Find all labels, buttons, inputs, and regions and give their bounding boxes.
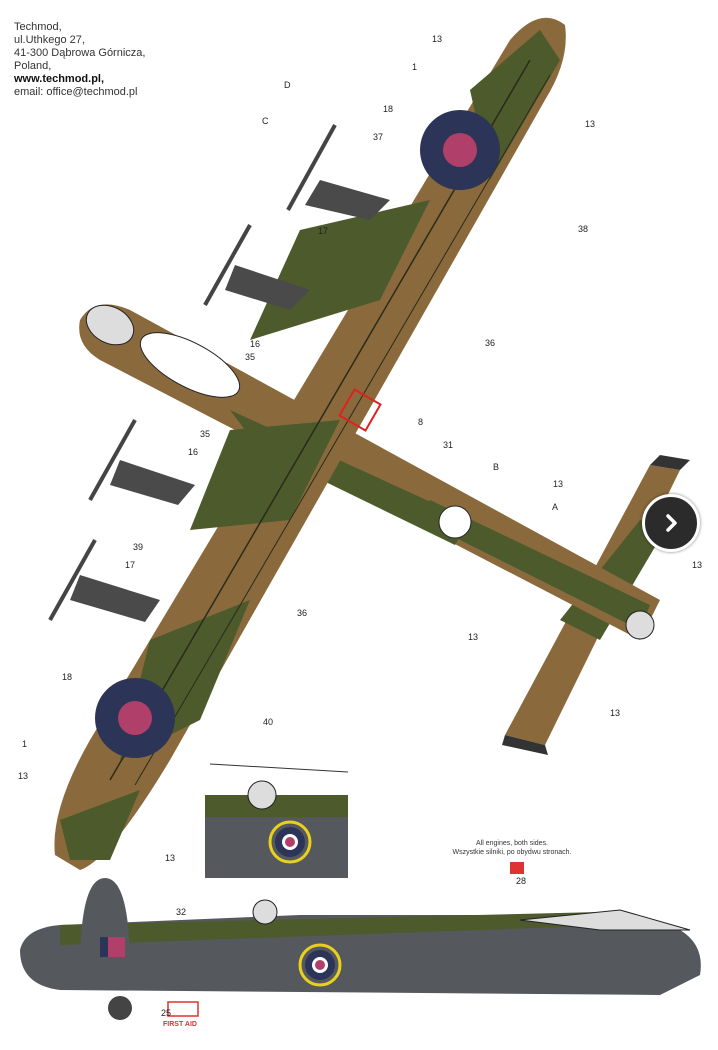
callout-label: 17 (125, 560, 135, 570)
callout-label: 13 (585, 119, 595, 129)
callout-label: 28 (516, 876, 526, 886)
callout-label: 1 (22, 739, 27, 749)
callout-label: 13 (468, 632, 478, 642)
callout-label: 17 (318, 226, 328, 236)
callout-label: 31 (443, 440, 453, 450)
callout-label: 39 (133, 542, 143, 552)
callout-label: 13 (553, 479, 563, 489)
main-wing (54, 17, 566, 870)
callout-label: 13 (692, 560, 702, 570)
callout-label: 13 (610, 708, 620, 718)
callout-label: 18 (383, 104, 393, 114)
callout-label: D (284, 80, 291, 90)
callout-label: 13 (165, 853, 175, 863)
callout-label: 32 (176, 907, 186, 917)
callout-label: 16 (250, 339, 260, 349)
engine-note-polish: Wszystkie silniki, po obydwu stronach. (452, 849, 571, 856)
engines (48, 124, 390, 622)
roundel-upper (420, 110, 500, 190)
callout-label: 13 (432, 34, 442, 44)
callout-label: 36 (485, 338, 495, 348)
next-image-button[interactable] (642, 494, 700, 552)
first-aid-decal (167, 1001, 199, 1017)
callout-label: B (493, 462, 499, 472)
callout-label: 1 (412, 62, 417, 72)
callout-label: 38 (578, 224, 588, 234)
callout-label: A (552, 502, 558, 512)
manufacturer-contact: Techmod, ul.Uthkego 27, 41-300 Dąbrowa G… (14, 21, 145, 99)
side-view: FIRST AID (20, 862, 701, 1028)
inset-detail (205, 763, 349, 878)
callout-label: 35 (200, 429, 210, 439)
contact-line: 41-300 Dąbrowa Górnicza, (14, 47, 146, 59)
email-text: email: office@techmod.pl (14, 86, 138, 98)
contact-line: Poland, (14, 60, 52, 72)
callout-label: 35 (245, 352, 255, 362)
contact-line: ul.Uthkego 27, (14, 34, 85, 46)
roundel-lower (95, 678, 175, 758)
chevron-right-icon (666, 514, 677, 532)
callout-label: 25 (161, 1008, 171, 1018)
first-aid-label: FIRST AID (163, 1021, 197, 1028)
contact-line: Techmod, (14, 21, 62, 33)
callout-label: 16 (188, 447, 198, 457)
callout-label: 36 (297, 608, 307, 618)
callout-label: C (262, 116, 269, 126)
callout-label: 40 (263, 717, 273, 727)
website-link[interactable]: www.techmod.pl, (14, 73, 105, 85)
callout-label: 37 (373, 132, 383, 142)
callout-label: 13 (18, 771, 28, 781)
engine-decal (510, 862, 524, 874)
engine-note: All engines, both sides. (476, 840, 548, 847)
callout-label: 8 (418, 417, 423, 427)
callout-label: 18 (62, 672, 72, 682)
walkway-marking (338, 388, 382, 432)
